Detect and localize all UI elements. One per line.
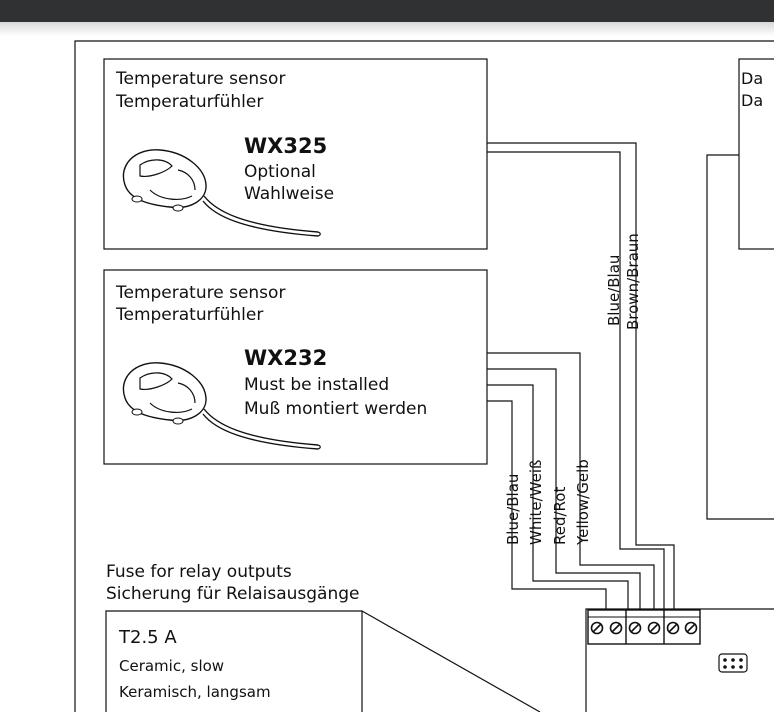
sensor-bottom-note-de: Muß montiert werden [244,399,427,419]
wire-label-top-brown: Brown/Braun [624,233,642,330]
sensor-probe-icon [122,362,321,450]
window-top-bar [0,0,774,22]
sensor-top-title-en: Temperature sensor [115,69,285,89]
right-box-line2: Da [741,91,763,110]
terminal-block [587,609,701,645]
fuse-box: T2.5 A Ceramic, slow Keramisch, langsam [105,610,363,712]
sensor-bottom-model: WX232 [244,346,327,370]
fuse-leader-line [361,610,541,712]
sensor-box-bottom: Temperature sensor Temperaturfühler WX23… [103,269,488,465]
wire-label-bottom-blue: Blue/Blau [504,474,522,545]
sensor-box-top: Temperature sensor Temperaturfühler WX32… [103,58,488,250]
right-device-box [738,58,774,250]
outer-frame [74,40,774,712]
wire-bottom-white [487,384,629,610]
sensor-bottom-title-en: Temperature sensor [115,283,285,303]
terminal-screw-icon [684,621,698,635]
sensor-probe-icon [122,149,321,237]
jumper-connector-icon [718,653,748,673]
sensor-bottom-note-en: Must be installed [244,375,389,395]
sensor-top-note-de: Wahlweise [244,184,334,204]
terminal-screw-icon [628,621,642,635]
terminal-screw-icon [666,621,680,635]
wire-bottom-red [487,368,641,610]
sensor-top-model: WX325 [244,134,327,158]
controller-board-outline [585,608,774,712]
sensor-top-note-en: Optional [244,162,316,182]
fuse-type-en: Ceramic, slow [119,657,224,675]
right-box-line1: Da [741,69,763,88]
wire-top-brown [487,142,675,610]
wire-bottom-blue [487,400,607,610]
wire-top-blue [487,151,665,610]
wire-bottom-yellow [487,352,655,610]
fuse-heading-en: Fuse for relay outputs [106,562,292,582]
terminal-screw-icon [647,621,661,635]
fuse-heading-de: Sicherung für Relaisausgänge [106,584,360,604]
sensor-top-title-de: Temperaturfühler [115,92,263,112]
top-bar-shadow [0,22,774,36]
wire-label-bottom-white: White/Weiß [527,460,545,545]
fuse-type-de: Keramisch, langsam [119,683,271,701]
wire-label-top-blue: Blue/Blau [605,255,623,326]
sensor-bottom-title-de: Temperaturfühler [115,305,263,325]
wire-label-bottom-red: Red/Rot [551,487,569,545]
right-box-enclosure-line [706,154,774,520]
fuse-rating: T2.5 A [118,627,177,648]
terminal-screw-icon [609,621,623,635]
terminal-screw-icon [590,621,604,635]
wire-label-bottom-yellow: Yellow/Gelb [574,459,592,546]
